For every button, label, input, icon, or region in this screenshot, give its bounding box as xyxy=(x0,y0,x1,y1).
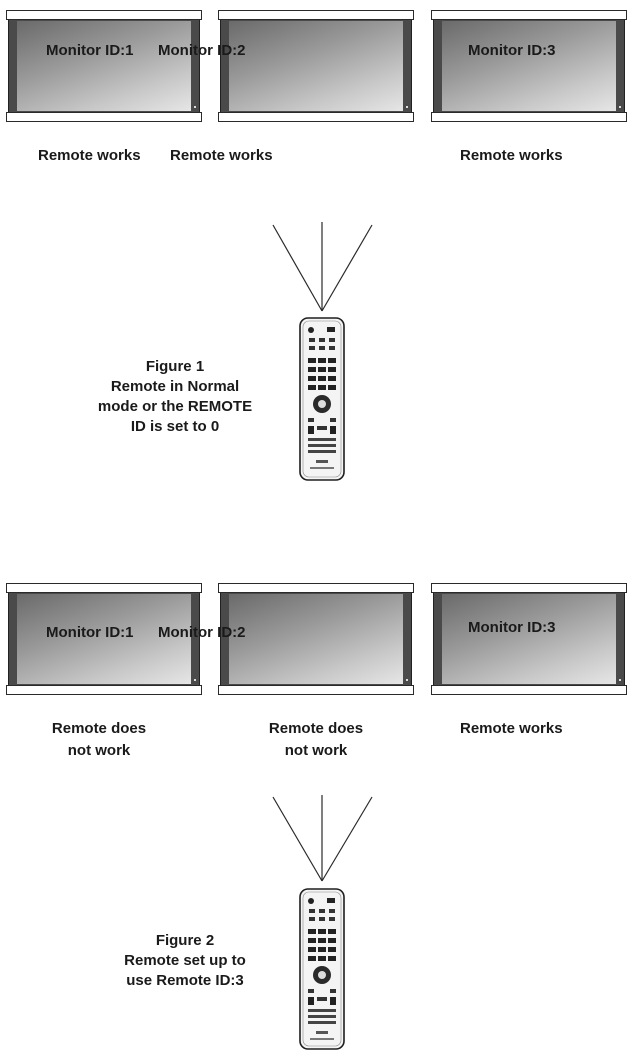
figure-caption: Figure 1 Remote in Normal mode or the RE… xyxy=(97,358,253,435)
monitor-id-label: Monitor ID:3 xyxy=(468,619,556,636)
monitor-icon xyxy=(218,583,414,695)
monitor-id-label: Monitor ID:1 xyxy=(46,624,134,641)
monitor-id-label: Monitor ID:2 xyxy=(158,42,246,59)
remote-status-label: Remote works xyxy=(170,147,273,164)
monitor-id-label: Monitor ID:2 xyxy=(158,624,246,641)
monitor-icon xyxy=(6,583,202,695)
monitor-id-label: Monitor ID:1 xyxy=(46,42,134,59)
monitor-icon xyxy=(431,583,627,695)
remote-status-label: Remote works xyxy=(460,147,563,164)
monitor-icon xyxy=(431,10,627,122)
monitor-id-label: Monitor ID:3 xyxy=(468,42,556,59)
remote-status-label: Remote does not work xyxy=(51,720,147,759)
remote-status-label: Remote does not work xyxy=(268,720,364,759)
monitor-icon xyxy=(6,10,202,122)
monitor-icon xyxy=(218,10,414,122)
remote-status-label: Remote works xyxy=(38,147,141,164)
remote-status-label: Remote works xyxy=(460,720,563,737)
figure-caption: Figure 2 Remote set up to use Remote ID:… xyxy=(124,932,246,989)
